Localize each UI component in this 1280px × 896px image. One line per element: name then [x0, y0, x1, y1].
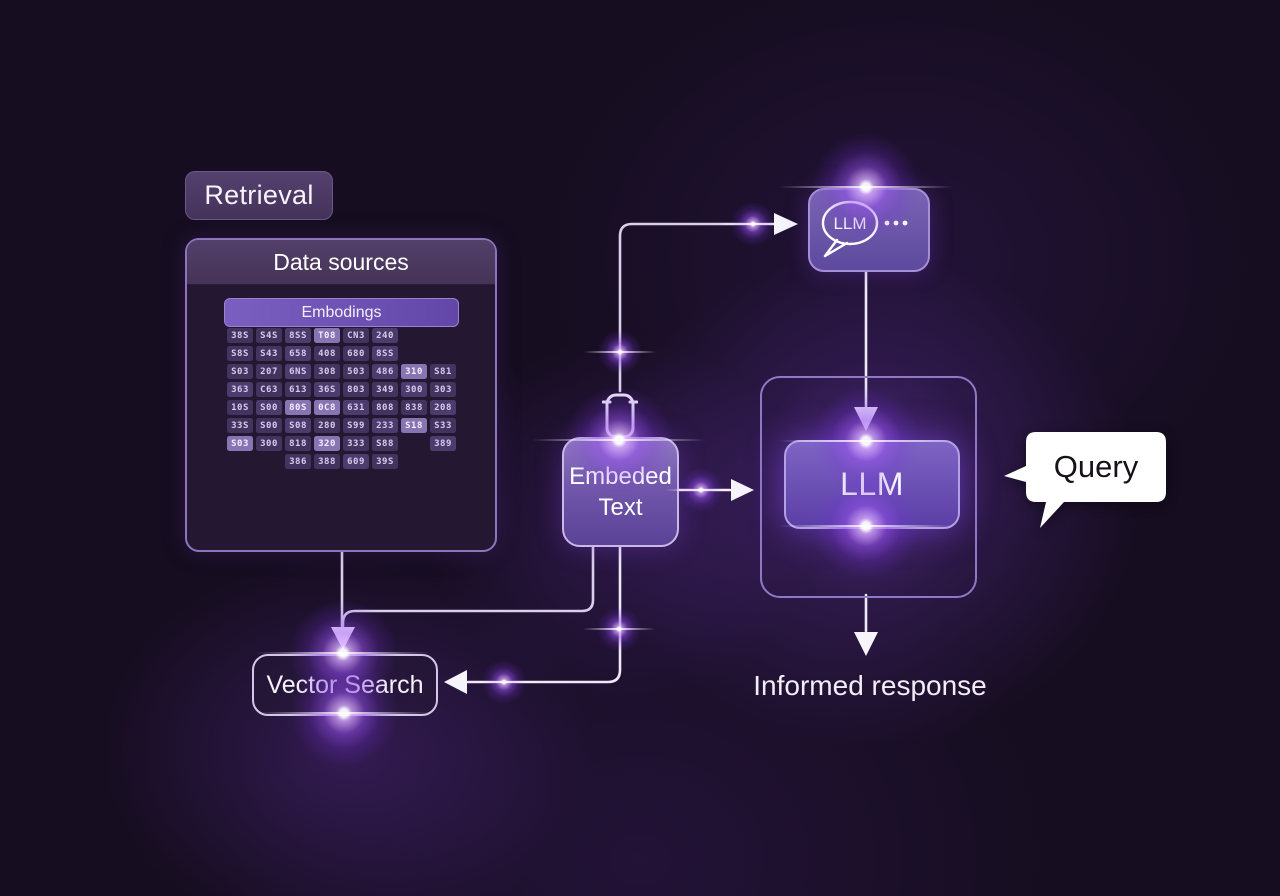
embedded-text-line1: Embeded	[569, 462, 672, 490]
embedding-cell: S00	[256, 418, 282, 433]
ellipsis-dots-icon	[884, 220, 908, 226]
embedding-cell: 80S	[285, 400, 311, 415]
embedding-cell: 349	[372, 382, 398, 397]
embedding-cell: S99	[343, 418, 369, 433]
embedding-cell: 389	[430, 436, 456, 451]
embedding-cell: S03	[227, 436, 253, 451]
embedding-cell: 280	[314, 418, 340, 433]
glow-flare	[596, 606, 642, 652]
embedding-cell: 36S	[314, 382, 340, 397]
embedding-cell: S88	[372, 436, 398, 451]
embedding-cell: 388	[314, 454, 340, 469]
embedding-cell: S8S	[227, 346, 253, 361]
retrieval-label: Retrieval	[204, 180, 314, 210]
embedding-cell: 333	[343, 436, 369, 451]
embedding-cell: 0C8	[314, 400, 340, 415]
embedding-cell: S18	[401, 418, 427, 433]
vector-search-node: Vector Search	[252, 654, 438, 716]
embedding-cell: 8SS	[372, 346, 398, 361]
embedding-cell: 38S	[227, 328, 253, 343]
llm-label: LLM	[840, 466, 904, 502]
chat-bubble-icon: LLM	[821, 200, 908, 258]
llm-node: LLM	[784, 440, 960, 529]
retrieval-chip: Retrieval	[185, 171, 333, 220]
embedding-cell: 408	[314, 346, 340, 361]
embedding-cell: 486	[372, 364, 398, 379]
arrowhead-into-vector-top	[331, 627, 355, 650]
embedding-cell: S00	[256, 400, 282, 415]
embedding-cell: 6NS	[285, 364, 311, 379]
llm-chat-label: LLM	[833, 214, 866, 233]
glow-flare	[481, 659, 527, 705]
embedding-cell: 240	[372, 328, 398, 343]
embedding-cell: 320	[314, 436, 340, 451]
embedding-cell: S4S	[256, 328, 282, 343]
embedding-cell: T08	[314, 328, 340, 343]
data-sources-title: Data sources	[273, 248, 409, 275]
embedding-cell: 300	[256, 436, 282, 451]
arrowhead-into-response	[854, 632, 878, 656]
embedding-cell: 818	[285, 436, 311, 451]
embedding-cell: S43	[256, 346, 282, 361]
embedded-text-node: Embeded Text	[562, 437, 679, 547]
embedded-text-line2: Text	[598, 494, 643, 521]
embedding-cell: 680	[343, 346, 369, 361]
embedding-cell: 613	[285, 382, 311, 397]
embedding-cell: 609	[343, 454, 369, 469]
embedding-cell: 838	[401, 400, 427, 415]
embedding-cell: 39S	[372, 454, 398, 469]
embedding-cell: 207	[256, 364, 282, 379]
arrowhead-into-vector-right	[444, 670, 467, 694]
embedding-cell: 10S	[227, 400, 253, 415]
embedding-cell: 8SS	[285, 328, 311, 343]
capsule-icon	[602, 393, 638, 439]
embeddings-bar: Embodings	[224, 298, 459, 327]
embedding-cell: 631	[343, 400, 369, 415]
glow-flare	[730, 201, 776, 247]
embedding-cell: S03	[227, 364, 253, 379]
glow-flare	[678, 467, 724, 513]
arrowhead-into-container	[731, 479, 754, 501]
embedding-cell: 300	[401, 382, 427, 397]
glow-flare	[597, 329, 643, 375]
embeddings-label: Embodings	[301, 303, 382, 321]
connector-pill-to-chat	[618, 222, 776, 393]
embedding-cell: 33S	[227, 418, 253, 433]
embedding-cell: 386	[285, 454, 311, 469]
embedding-cell: 303	[430, 382, 456, 397]
embedding-cell: 308	[314, 364, 340, 379]
data-sources-header: Data sources	[187, 240, 495, 285]
embedding-cell: 658	[285, 346, 311, 361]
embedding-cell: 310	[401, 364, 427, 379]
query-bubble	[1004, 432, 1166, 528]
embedding-cell: 208	[430, 400, 456, 415]
connector-embtext-to-vector	[466, 542, 622, 684]
embedding-cell: 233	[372, 418, 398, 433]
embedding-cell: 363	[227, 382, 253, 397]
embedding-cell: S33	[430, 418, 456, 433]
embedded-text-label: Embeded Text	[569, 461, 672, 523]
connector-embtext-to-junction	[341, 542, 595, 628]
embedding-cell: S08	[285, 418, 311, 433]
vector-search-label: Vector Search	[266, 670, 424, 699]
embedding-cell: S81	[430, 364, 456, 379]
llm-chat-node: LLM	[808, 188, 930, 272]
embedding-cell: 803	[343, 382, 369, 397]
embedding-cell: 503	[343, 364, 369, 379]
embedding-cell: CN3	[343, 328, 369, 343]
embedding-cell: 808	[372, 400, 398, 415]
query-label: Query	[1053, 449, 1139, 484]
arrowhead-into-chat	[774, 213, 798, 235]
informed-response-label: Informed response	[753, 670, 987, 701]
embedding-cell: C63	[256, 382, 282, 397]
